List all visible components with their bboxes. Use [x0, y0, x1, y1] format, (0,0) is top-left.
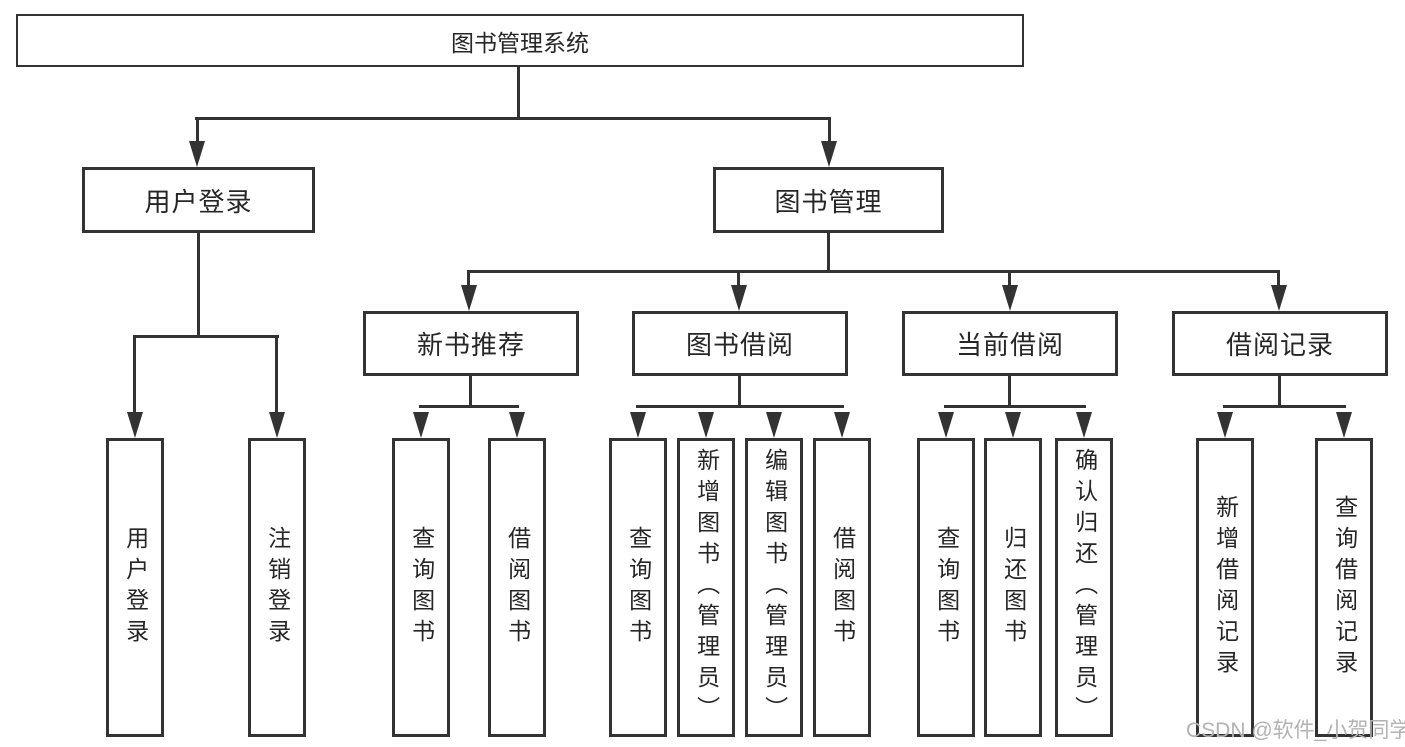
arrow-down-icon [630, 412, 646, 438]
node-current-borrow: 当前借阅 [902, 311, 1118, 376]
arrow-down-icon [1005, 412, 1021, 438]
node-borrow-record: 借阅记录 [1172, 311, 1388, 376]
connector-line [1008, 376, 1011, 408]
node-label: 用户登录 [144, 186, 253, 217]
connector-line [197, 233, 200, 337]
node-label: 图书借阅 [685, 330, 794, 360]
leaf-borrow-books-recommend: 借阅图书 [488, 438, 546, 737]
node-user-login: 用户登录 [82, 167, 315, 233]
leaf-query-books-recommend: 查询图书 [392, 438, 450, 737]
leaf-return-book: 归还图书 [984, 438, 1042, 737]
leaf-borrow-book: 借阅图书 [813, 438, 871, 737]
arrow-down-icon [413, 412, 429, 438]
leaf-confirm-return-admin: 确认归还（管理员） [1055, 438, 1113, 737]
connector-line [636, 405, 844, 408]
leaf-query-borrow-record: 查询借阅记录 [1315, 438, 1373, 737]
node-label: 图书管理 [774, 186, 883, 217]
arrow-down-icon [698, 412, 714, 438]
connector-line [944, 405, 1086, 408]
node-label: 查询借阅记录 [1331, 494, 1358, 681]
connector-line [737, 270, 740, 287]
arrow-down-icon [938, 412, 954, 438]
node-label: 归还图书 [1000, 525, 1027, 650]
node-label: 新增借阅记录 [1212, 494, 1239, 681]
node-book-management: 图书管理 [713, 167, 944, 233]
node-label: 用户登录 [122, 525, 149, 650]
node-label: 借阅记录 [1225, 330, 1334, 360]
node-label: 新增图书（管理员） [693, 448, 720, 727]
node-book-borrow: 图书借阅 [632, 311, 848, 376]
node-label: 图书管理系统 [451, 29, 589, 56]
node-label: 借阅图书 [504, 525, 531, 650]
arrow-down-icon [731, 285, 747, 311]
arrow-down-icon [127, 412, 143, 438]
node-label: 查询图书 [625, 525, 652, 650]
node-label: 确认归还（管理员） [1071, 448, 1098, 727]
leaf-logout: 注销登录 [248, 438, 306, 737]
node-label: 注销登录 [264, 525, 291, 650]
connector-line [469, 376, 472, 408]
arrow-down-icon [1002, 285, 1018, 311]
arrow-down-icon [269, 412, 285, 438]
connector-line [133, 335, 279, 338]
leaf-add-borrow-record: 新增借阅记录 [1196, 438, 1254, 737]
connector-line [467, 270, 1280, 273]
node-label: 编辑图书（管理员） [761, 448, 788, 727]
connector-line [1277, 270, 1280, 287]
node-label: 借阅图书 [829, 525, 856, 650]
arrow-down-icon [766, 412, 782, 438]
arrow-down-icon [1271, 285, 1287, 311]
connector-line [275, 335, 278, 414]
node-label: 当前借阅 [955, 330, 1064, 360]
node-label: 新书推荐 [416, 330, 525, 360]
connector-line [828, 117, 831, 144]
node-label: 查询图书 [408, 525, 435, 650]
leaf-edit-book-admin: 编辑图书（管理员） [745, 438, 803, 737]
connector-line [1008, 270, 1011, 287]
connector-line [133, 335, 136, 414]
arrow-down-icon [1217, 412, 1233, 438]
node-label: 查询图书 [933, 525, 960, 650]
leaf-query-books-borrow: 查询图书 [609, 438, 667, 737]
arrow-down-icon [821, 141, 837, 167]
node-root-system: 图书管理系统 [16, 14, 1024, 67]
connector-line [467, 270, 470, 287]
connector-line [419, 405, 519, 408]
arrow-down-icon [834, 412, 850, 438]
connector-line [517, 67, 520, 119]
connector-line [1223, 405, 1346, 408]
leaf-add-book-admin: 新增图书（管理员） [677, 438, 735, 737]
connector-line [1278, 376, 1281, 408]
arrow-down-icon [509, 412, 525, 438]
arrow-down-icon [189, 141, 205, 167]
arrow-down-icon [1076, 412, 1092, 438]
connector-line [196, 117, 199, 144]
leaf-user-login: 用户登录 [106, 438, 164, 737]
connector-line [738, 376, 741, 408]
csdn-watermark: CSDN @软件_小贺同学 [1186, 719, 1405, 742]
connector-line [827, 233, 830, 272]
connector-line [195, 117, 831, 120]
leaf-query-books-current: 查询图书 [917, 438, 975, 737]
arrow-down-icon [461, 285, 477, 311]
arrow-down-icon [1336, 412, 1352, 438]
node-new-book-recommend: 新书推荐 [363, 311, 579, 376]
